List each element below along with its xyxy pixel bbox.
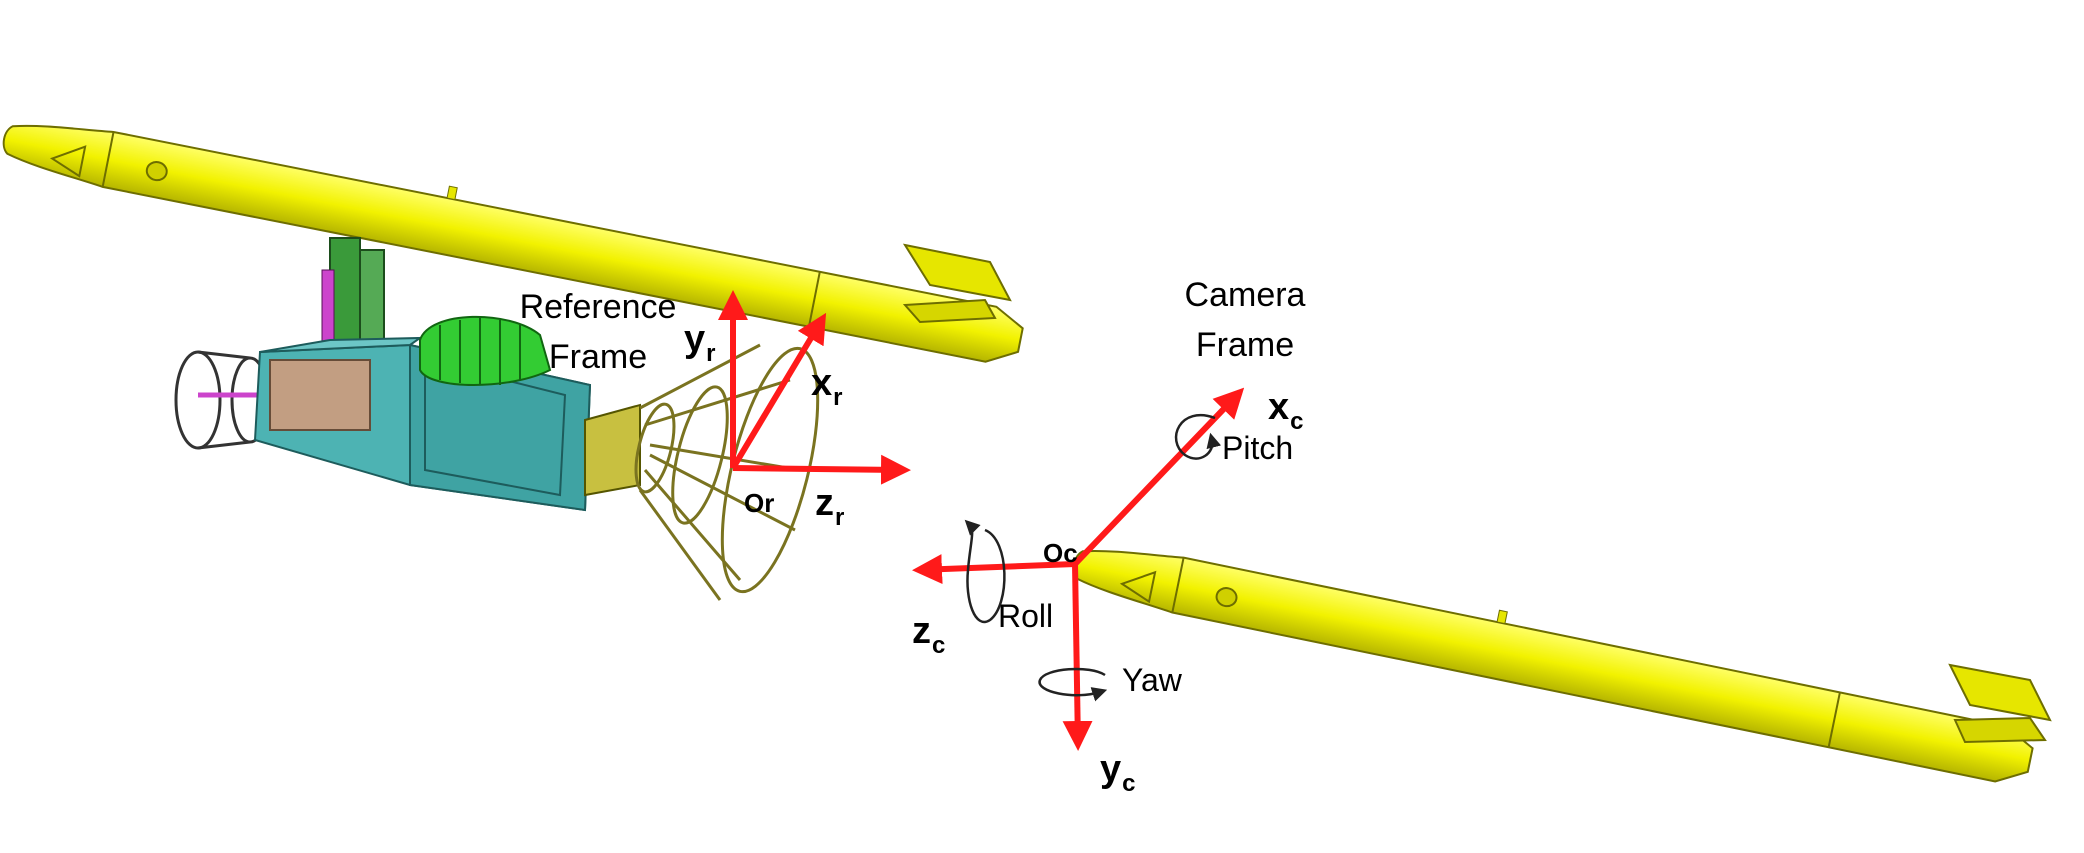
yaw-label: Yaw [1122,662,1182,698]
camera-frame-title: Camera Frame [1155,270,1335,370]
reference-z-label: zr [815,482,845,531]
roll-label: Roll [998,598,1054,634]
refueling-unit [174,237,820,601]
reference-frame-title-line2: Frame [548,338,648,376]
camera-y-label: yc [1100,748,1136,797]
reference-frame-title: Reference Frame [508,282,688,382]
reference-origin-label: Or [744,488,775,518]
pitch-rotation-icon [1174,414,1222,460]
reference-x-label: xr [811,362,843,411]
reference-frame-axes [718,290,911,485]
camera-frame-title-line2: Frame [1195,326,1295,364]
camera-x-axis [1072,387,1245,567]
reference-y-label: yr [684,318,716,367]
camera-y-axis [1062,563,1093,751]
roll-rotation-icon [964,519,1006,624]
camera-frame-axes [912,387,1245,751]
camera-x-label: xc [1268,386,1304,435]
camera-frame-title-line1: Camera [1184,276,1306,314]
yaw-rotation-icon [1038,667,1108,702]
upper-store-body [2,124,1024,363]
camera-z-label: zc [912,610,946,659]
camera-z-axis [912,554,1076,585]
lower-store-body [1072,549,2052,783]
camera-origin-label: Oc [1043,538,1078,568]
reference-frame-title-line1: Reference [519,288,677,326]
reference-z-axis [732,454,911,485]
reference-x-axis [730,312,827,470]
pitch-label: Pitch [1222,430,1294,466]
